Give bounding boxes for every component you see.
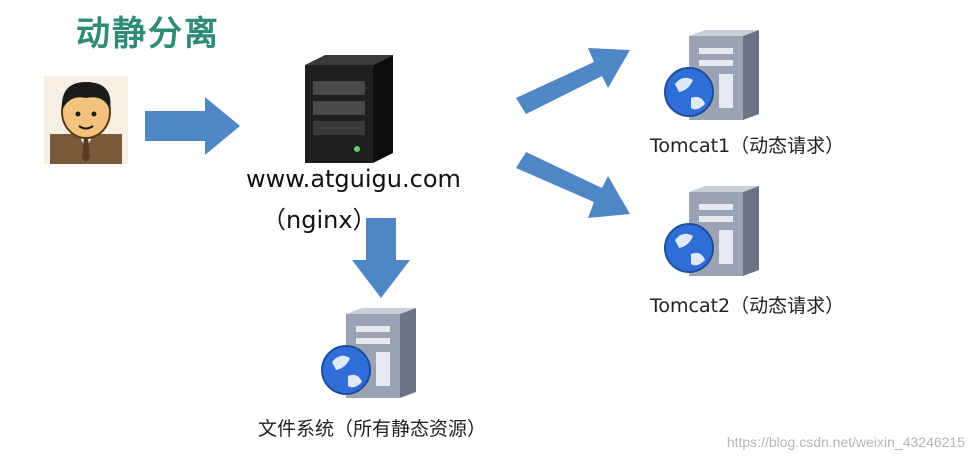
tomcat2-label: Tomcat2（动态请求） xyxy=(650,295,845,317)
globe-server-icon xyxy=(664,186,759,276)
diagram-title: 动静分离 xyxy=(76,14,220,54)
black-server-icon xyxy=(305,55,393,163)
arrow-nginx-to-tomcat2 xyxy=(516,152,630,218)
globe-server-icon xyxy=(664,30,759,120)
arrow-nginx-to-tomcat1 xyxy=(516,48,630,114)
nginx-name-label: （nginx） xyxy=(262,206,377,234)
watermark: https://blog.csdn.net/weixin_43246215 xyxy=(726,434,965,450)
arrow-nginx-to-filesystem xyxy=(352,218,410,298)
user-avatar xyxy=(44,76,128,164)
globe-server-icon xyxy=(321,308,416,398)
filesystem-label: 文件系统（所有静态资源） xyxy=(258,418,487,440)
nginx-domain-label: www.atguigu.com xyxy=(246,165,461,193)
tomcat1-label: Tomcat1（动态请求） xyxy=(650,135,845,157)
arrow-user-to-nginx xyxy=(145,97,240,155)
